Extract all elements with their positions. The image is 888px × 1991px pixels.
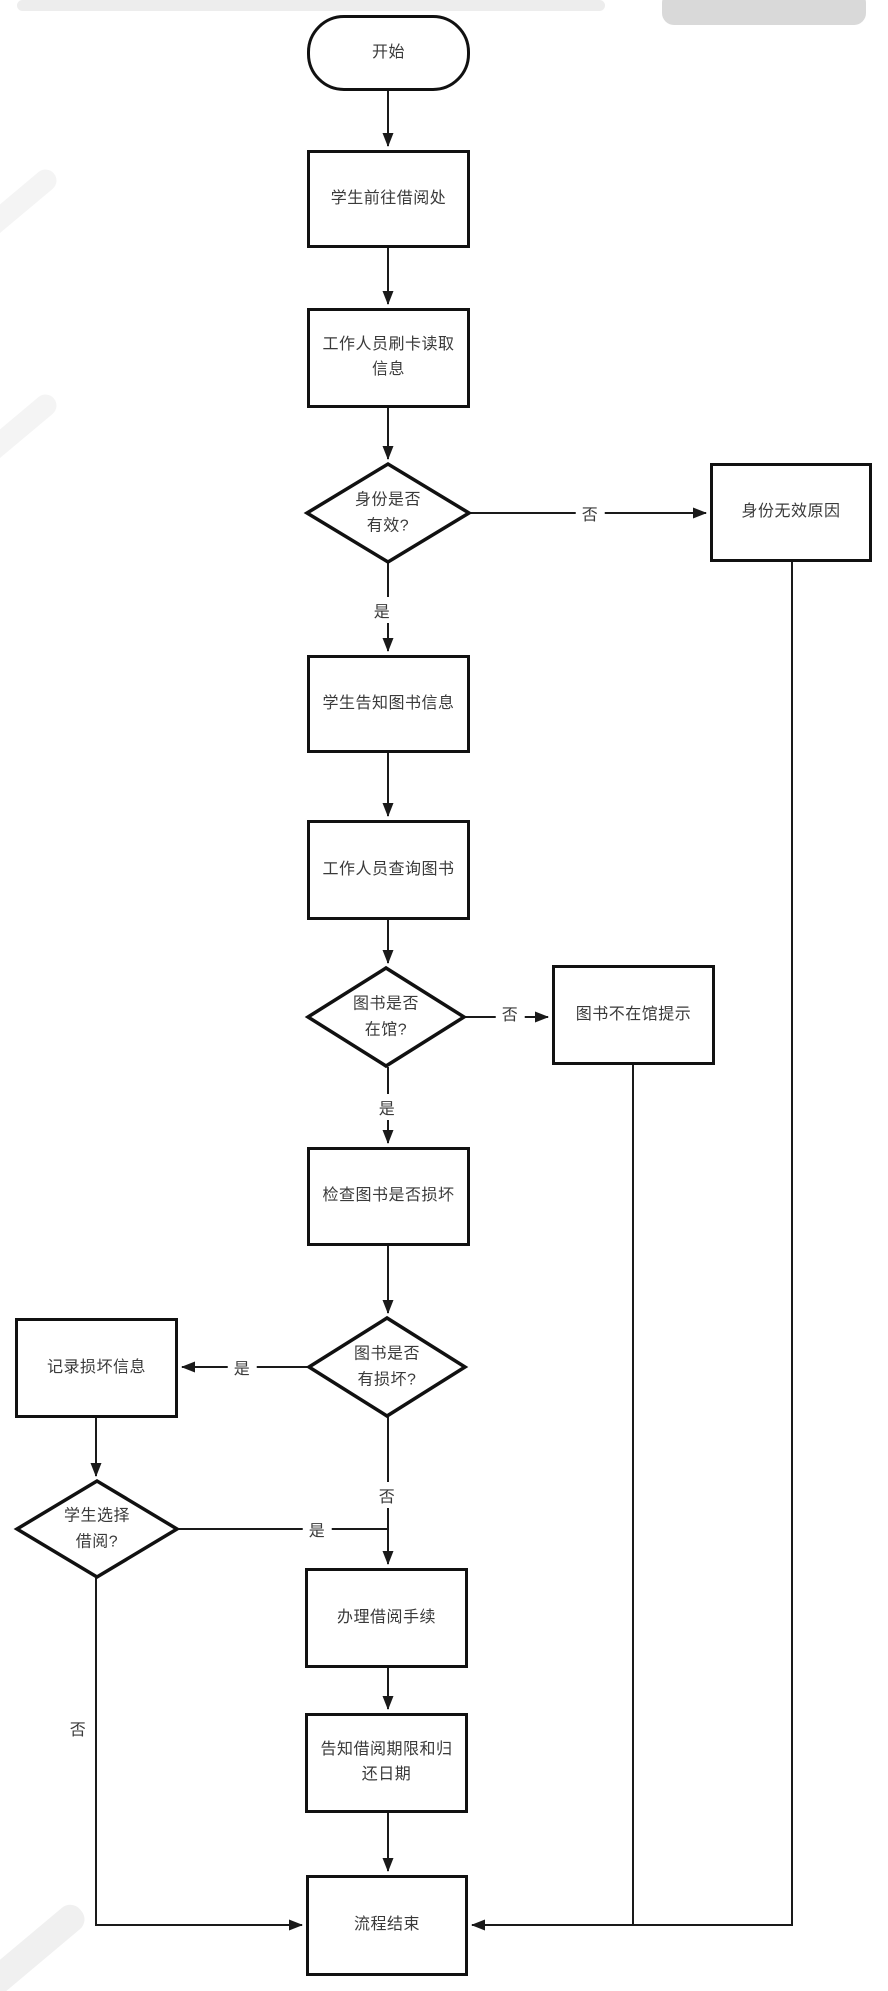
- swipe-card-node: 工作人员刷卡读取信息: [307, 308, 470, 408]
- book-damaged-decision-label: 图书是否有损坏?: [353, 1345, 420, 1388]
- edge-label-inlib-no: 否: [495, 1000, 525, 1026]
- book-in-library-decision-shape: [304, 965, 468, 1069]
- end-node: 流程结束: [306, 1875, 468, 1976]
- edge-choose-no-to-end: [95, 1578, 303, 1931]
- top-scrollbar-artifact: [17, 0, 605, 11]
- inform-due-date-node: 告知借阅期限和归还日期: [305, 1713, 468, 1813]
- tell-book-info-node: 学生告知图书信息: [307, 655, 470, 753]
- edge-label-identity-yes: 是: [367, 597, 397, 623]
- identity-valid-decision-shape: [303, 461, 473, 565]
- book-in-library-decision-label: 图书是否在馆?: [352, 995, 419, 1038]
- edge-label-damaged-no: 否: [372, 1482, 402, 1508]
- edge-label-damaged-yes: 是: [227, 1354, 257, 1380]
- choose-borrow-decision-shape: [13, 1478, 181, 1580]
- edge-label-choose-no: 否: [63, 1715, 93, 1741]
- book-not-in-library-node: 图书不在馆提示: [552, 965, 715, 1065]
- top-right-ui-artifact: [662, 0, 866, 25]
- edge-label-choose-yes: 是: [302, 1516, 332, 1542]
- edge-invalid-to-end: [471, 562, 793, 1931]
- choose-borrow-decision-label: 学生选择借阅?: [63, 1507, 130, 1550]
- query-book-node: 工作人员查询图书: [307, 820, 470, 920]
- edge-label-identity-no: 否: [575, 500, 605, 526]
- identity-invalid-node: 身份无效原因: [710, 463, 872, 562]
- borrow-procedure-node: 办理借阅手续: [305, 1568, 468, 1668]
- identity-valid-decision-label: 身份是否有效?: [354, 491, 421, 534]
- check-damage-node: 检查图书是否损坏: [307, 1147, 470, 1246]
- goto-borrow-desk-node: 学生前往借阅处: [307, 150, 470, 248]
- start-node: 开始: [307, 15, 470, 91]
- record-damage-node: 记录损坏信息: [15, 1318, 178, 1418]
- edge-label-inlib-yes: 是: [372, 1094, 402, 1120]
- book-damaged-decision-shape: [305, 1315, 469, 1419]
